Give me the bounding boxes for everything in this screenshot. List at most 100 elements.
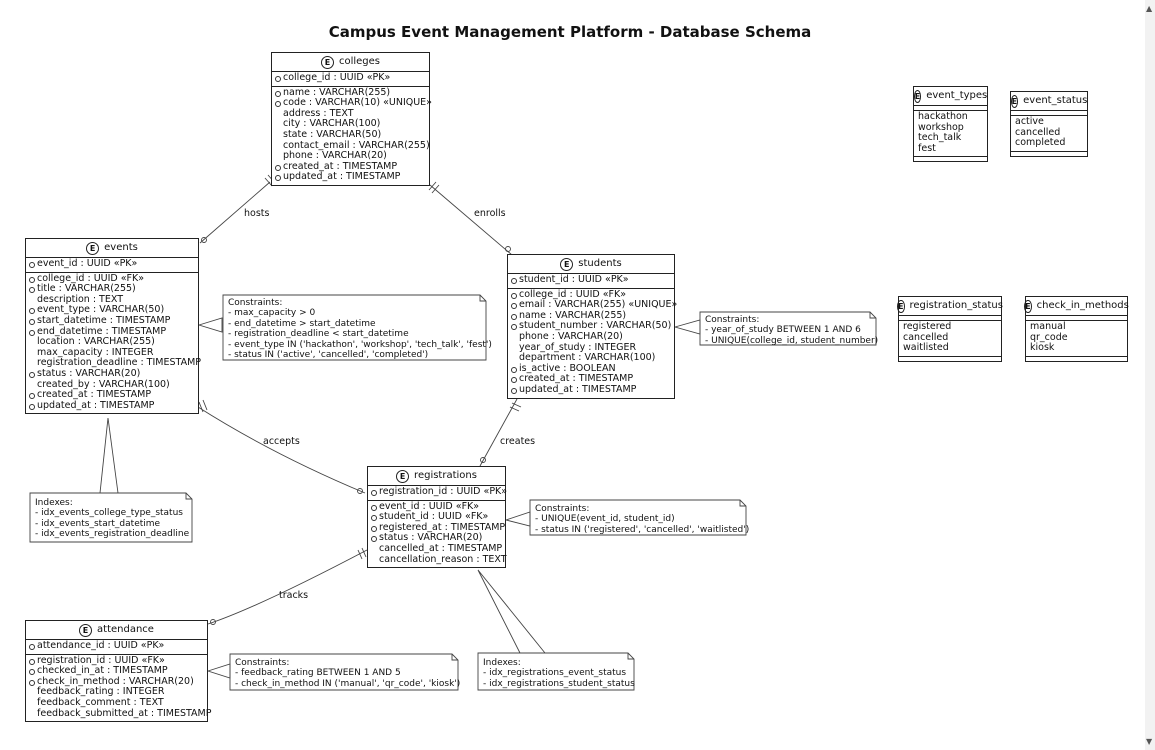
tracks-zero-mark [210, 619, 216, 625]
enum-value: waitlisted [903, 342, 949, 354]
events-indexes-connector [99, 417, 119, 494]
registration_status-empty-section [899, 315, 1001, 320]
note-title: Constraints: [235, 658, 290, 668]
events-keys: event_id : UUID «PK» [26, 257, 198, 272]
entity-icon: E [79, 624, 93, 637]
attribute-row: college_id : UUID «PK» [272, 72, 429, 84]
attribute-row: status : VARCHAR(20) [368, 533, 505, 544]
entity-icon: E [1024, 300, 1032, 313]
attribute-row: created_at : TIMESTAMP [272, 161, 429, 173]
attribute-row: address : TEXT [283, 107, 354, 119]
registrations-indexes-outline [477, 652, 635, 691]
event_status-empty-footer [1011, 150, 1087, 156]
note-line: - idx_events_start_datetime [35, 518, 161, 529]
note-title: Constraints: [705, 315, 760, 325]
attribute-row: department : VARCHAR(100) [519, 352, 656, 364]
attendance-constraints-note: Constraints:- feedback_rating BETWEEN 1 … [230, 656, 465, 691]
note-line: - end_datetime > start_datetime [228, 318, 376, 329]
diagram-title: Campus Event Management Platform - Datab… [328, 23, 812, 41]
enrolls-label: enrolls [474, 208, 506, 219]
vertical-scrollbar[interactable]: ▲ ▼ [1145, 0, 1155, 750]
enrolls-zero-mark [505, 246, 511, 252]
entity-icon: E [897, 300, 905, 313]
entity-icon: E [913, 90, 922, 103]
scroll-down-arrow-icon[interactable]: ▼ [1146, 737, 1153, 746]
note-line: - status IN ('registered', 'cancelled', … [535, 524, 750, 535]
attribute-row: check_in_method : VARCHAR(20) [26, 676, 207, 688]
attribute-row: year_of_study : INTEGER [519, 341, 637, 353]
enum-value: cancelled [903, 331, 949, 343]
events-constraints-connector [197, 317, 223, 333]
note-line: - idx_registrations_student_status [483, 678, 635, 689]
attribute-row: is_active : BOOLEAN [508, 363, 674, 375]
creates-label: creates [500, 436, 536, 447]
attribute-row: student_id : UUID «FK» [368, 512, 505, 523]
event_status-empty-section [1011, 110, 1087, 115]
attribute-row: created_by : VARCHAR(100) [37, 378, 170, 390]
enum-value: kiosk [1030, 342, 1055, 354]
attribute-row: updated_at : TIMESTAMP [272, 172, 429, 183]
registrations-indexes-note: Indexes:- idx_registrations_event_status… [478, 656, 640, 691]
attribute-row: updated_at : TIMESTAMP [26, 400, 198, 412]
attribute-row: code : VARCHAR(10) «UNIQUE» [272, 98, 432, 109]
scroll-up-arrow-icon[interactable]: ▲ [1146, 4, 1153, 13]
registrations-indexes-connector [477, 569, 546, 654]
note-line: - status IN ('active', 'cancelled', 'com… [228, 350, 429, 361]
attribute-row: max_capacity : INTEGER [37, 346, 154, 358]
colleges-keys: college_id : UUID «PK» [272, 71, 429, 86]
attribute-row: registration_deadline : TIMESTAMP [37, 357, 201, 369]
accepts-one-mark [198, 399, 208, 413]
events-attributes: college_id : UUID «FK»title : VARCHAR(25… [26, 271, 201, 414]
enum-value: manual [1030, 321, 1066, 332]
event_types-empty-section [914, 105, 987, 110]
tracks-label: tracks [279, 590, 309, 601]
events-name: events [104, 242, 138, 254]
registration_status-name: registration_status [909, 300, 1003, 312]
attendance-constraints-connector [206, 663, 231, 679]
attribute-row: status : VARCHAR(20) [26, 368, 198, 380]
note-line: - idx_events_registration_deadline [35, 529, 190, 540]
attribute-row: state : VARCHAR(50) [283, 128, 382, 140]
attribute-row: event_type : VARCHAR(50) [26, 305, 198, 316]
attribute-row: updated_at : TIMESTAMP [508, 384, 674, 396]
attribute-row: phone : VARCHAR(20) [519, 330, 623, 342]
entity-icon: E [86, 242, 100, 255]
registrations-attributes: event_id : UUID «FK»student_id : UUID «F… [368, 499, 507, 568]
attribute-row: description : TEXT [37, 293, 124, 305]
events-indexes-outline [29, 492, 193, 543]
attribute-row: event_id : UUID «PK» [26, 258, 198, 270]
entity-icon: E [396, 470, 410, 483]
attribute-row: feedback_submitted_at : TIMESTAMP [37, 707, 212, 719]
registrations-constraints-note: Constraints:- UNIQUE(event_id, student_i… [530, 502, 754, 537]
accepts-label: accepts [263, 436, 300, 447]
entity-icon: E [1010, 95, 1019, 108]
attribute-row: attendance_id : UUID «PK» [26, 640, 207, 652]
colleges-name: colleges [338, 56, 381, 68]
creates-line [479, 398, 518, 467]
note-line: - event_type IN ('hackathon', 'workshop'… [228, 339, 492, 350]
hosts-line [199, 181, 271, 244]
events-indexes-note: Indexes:- idx_events_college_type_status… [30, 496, 194, 542]
attribute-row: registration_id : UUID «FK» [26, 655, 207, 667]
attribute-row: created_at : TIMESTAMP [26, 390, 198, 401]
attribute-row: college_id : UUID «FK» [26, 273, 198, 285]
attribute-row: start_datetime : TIMESTAMP [26, 315, 198, 327]
attribute-row: location : VARCHAR(255) [37, 336, 155, 348]
